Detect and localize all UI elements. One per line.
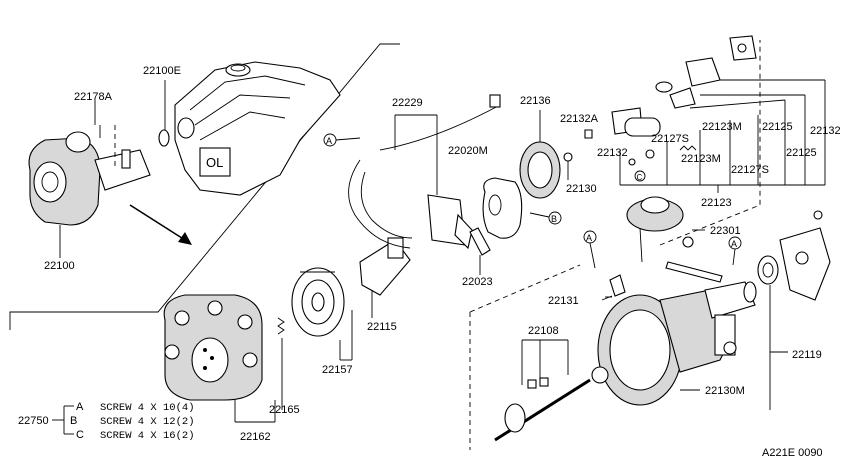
callout-a-housing-left: A: [586, 233, 592, 243]
legend-text-c: SCREW 4 X 16(2): [100, 430, 195, 442]
label-22123: 22123: [701, 197, 732, 209]
label-22023: 22023: [462, 276, 493, 288]
legend-letter-c: C: [76, 429, 84, 441]
label-22132-left: 22132: [597, 147, 628, 159]
legend-group-code: 22750: [18, 415, 49, 427]
label-22130: 22130: [566, 183, 597, 195]
screw-legend: 22750 A SCREW 4 X 10(4) B SCREW 4 X 12(2…: [18, 401, 195, 442]
label-22127S-right: 22127S: [731, 164, 769, 176]
label-22165: 22165: [269, 404, 300, 416]
part-number-labels: 22178A 22100E 22100 22229 22020M 22136 2…: [44, 65, 841, 443]
legend-letter-a: A: [76, 401, 84, 413]
label-22123M-top: 22123M: [702, 121, 742, 133]
label-22100: 22100: [44, 260, 75, 272]
distributor-housing-group: [469, 35, 831, 450]
label-22301: 22301: [710, 225, 741, 237]
engine-mark: OL: [206, 155, 223, 170]
distributor-cap-group: [163, 94, 593, 423]
callout-a-housing-right: A: [731, 239, 737, 249]
diagram-code: A221E 0090: [762, 447, 823, 459]
engine-inset: OL: [9, 43, 400, 330]
label-22178A: 22178A: [74, 91, 113, 103]
label-22020M: 22020M: [448, 145, 488, 157]
legend-text-b: SCREW 4 X 12(2): [100, 416, 195, 428]
label-22119: 22119: [792, 349, 822, 361]
label-22123M-mid: 22123M: [681, 153, 721, 165]
label-22136: 22136: [520, 95, 551, 107]
label-22157: 22157: [322, 364, 353, 376]
legend-text-a: SCREW 4 X 10(4): [100, 402, 195, 414]
callout-b-module: B: [551, 214, 557, 224]
label-22127S-left: 22127S: [651, 133, 689, 145]
label-22229: 22229: [392, 97, 423, 109]
label-22162: 22162: [240, 431, 271, 443]
label-22125-top: 22125: [762, 121, 793, 133]
label-22115: 22115: [367, 321, 397, 333]
label-22100E: 22100E: [143, 65, 181, 77]
label-22125-mid: 22125: [786, 147, 817, 159]
label-22130M: 22130M: [705, 385, 745, 397]
callout-c-bracket: C: [637, 173, 643, 182]
callout-bubbles: A B A A C: [323, 133, 742, 269]
label-22132-right: 22132: [810, 125, 841, 137]
legend-letter-b: B: [70, 415, 77, 427]
label-22108: 22108: [528, 325, 559, 337]
label-22132A: 22132A: [560, 113, 599, 125]
label-22131: 22131: [548, 295, 579, 307]
callout-a-harness: A: [326, 136, 332, 146]
